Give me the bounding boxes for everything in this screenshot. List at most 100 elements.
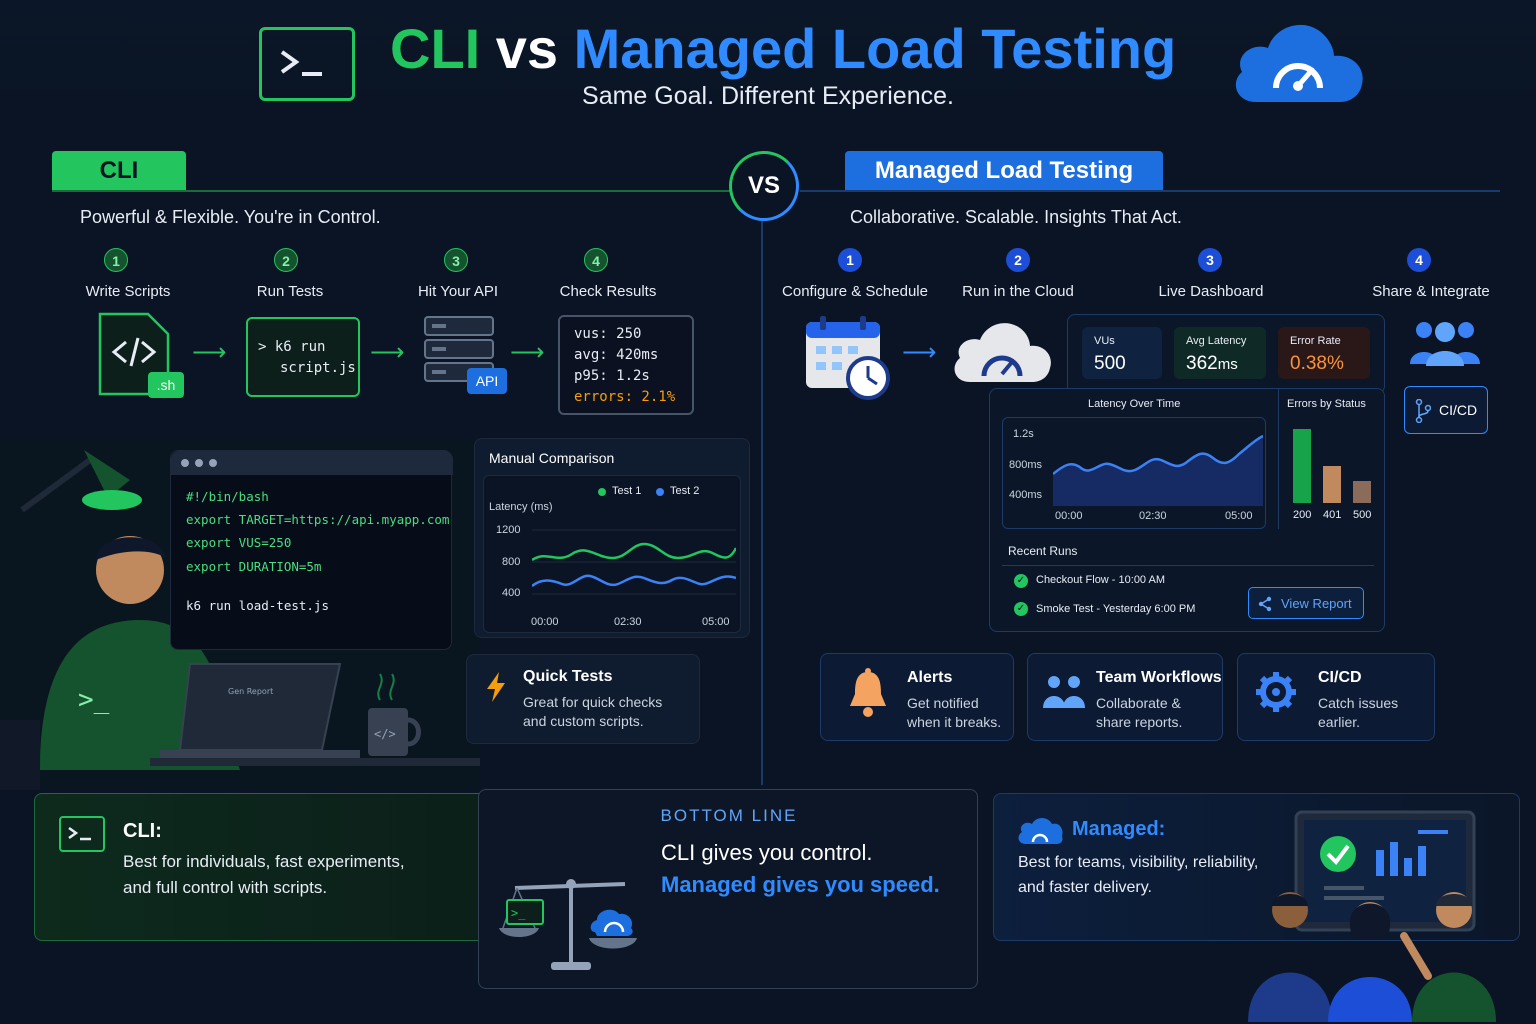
terminal-icon (59, 816, 105, 852)
recent-run-item[interactable]: Checkout Flow - 10:00 AM (1036, 574, 1166, 586)
feature-desc: earlier. (1318, 714, 1361, 730)
quick-tests-desc-2: and custom scripts. (523, 713, 644, 729)
error-bar (1323, 466, 1341, 503)
feature-desc: share reports. (1096, 714, 1183, 730)
managed-step-3-number: 3 (1198, 248, 1222, 272)
view-report-label: View Report (1281, 596, 1352, 611)
terminal-window: #!/bin/bash export TARGET=https://api.my… (170, 450, 453, 650)
managed-underline (800, 190, 1500, 192)
team-icon (1408, 318, 1482, 373)
tab-cli: CLI (52, 151, 186, 191)
x-tick: 02:30 (1139, 510, 1167, 522)
stat-error-label: Error Rate (1290, 335, 1341, 347)
error-bar (1293, 429, 1311, 503)
svg-text:>_: >_ (511, 906, 526, 920)
cli-summary-desc-1: Best for individuals, fast experiments, (123, 852, 405, 871)
latency-chart: 1.2s 800ms 400ms 00:00 02:30 05:00 (1002, 417, 1266, 529)
check-icon: ✓ (1014, 602, 1028, 616)
comparison-plot (532, 529, 736, 595)
series-line-test-2 (532, 574, 736, 588)
cli-tagline: Powerful & Flexible. You're in Control. (80, 207, 381, 227)
dashboard-panel: Latency Over Time 1.2s 800ms 400ms 00:00… (989, 388, 1385, 632)
quick-tests-title: Quick Tests (523, 668, 613, 685)
cloud-gauge-icon (1228, 16, 1368, 111)
errors-chart: Errors by Status 200 401 500 (1278, 389, 1374, 529)
terminal-line: export TARGET=https://api.myapp.com (186, 512, 450, 527)
laptop-text: Gen Report (228, 687, 273, 696)
feature-alerts: Alerts Get notified when it breaks. (820, 653, 1014, 741)
bottom-line-managed: Managed gives you speed. (661, 872, 940, 897)
gear-icon (1256, 672, 1296, 712)
cli-summary-title: CLI: (123, 820, 162, 842)
errors-chart-title: Errors by Status (1287, 398, 1366, 410)
y-tick: 1.2s (1013, 428, 1034, 440)
quick-tests-desc-1: Great for quick checks (523, 694, 663, 710)
page-title: CLI vs Managed Load Testing (390, 16, 1176, 81)
terminal-line: #!/bin/bash (186, 489, 269, 504)
error-bar-label: 200 (1293, 509, 1312, 521)
terminal-command: k6 run load-test.js (186, 598, 329, 613)
terminal-line: export VUS=250 (186, 535, 292, 550)
stat-vus-value: 500 (1094, 353, 1126, 374)
svg-text:>_: >_ (78, 685, 110, 715)
feature-team-workflows: Team Workflows Collaborate & share repor… (1027, 653, 1223, 741)
results-box: vus: 250 avg: 420ms p95: 1.2s errors: 2.… (558, 315, 694, 415)
cli-step-4-number: 4 (584, 248, 608, 272)
cli-step-3-label: Hit Your API (417, 283, 499, 300)
result-errors: errors: 2.1% (574, 389, 676, 405)
error-bar (1353, 481, 1371, 503)
terminal-line: export DURATION=5m (186, 559, 322, 574)
x-tick: 05:00 (702, 616, 730, 628)
errors-bars (1279, 389, 1375, 529)
latency-line (1053, 434, 1263, 475)
managed-step-1-label: Configure & Schedule (782, 283, 928, 300)
title-managed: Managed Load Testing (573, 17, 1177, 80)
feature-desc: Catch issues (1318, 695, 1399, 711)
cli-step-4-label: Check Results (559, 283, 657, 300)
stat-latency-label: Avg Latency (1186, 335, 1247, 347)
cloud-gauge-icon (1018, 818, 1063, 844)
calendar-clock-icon (804, 314, 892, 405)
cli-summary-card: CLI: Best for individuals, fast experime… (34, 793, 494, 941)
stat-latency-value: 362 (1186, 353, 1218, 374)
title-cli: CLI (390, 17, 481, 80)
cicd-badge: CI/CD (1404, 386, 1488, 434)
feature-title: Team Workflows (1096, 669, 1222, 686)
api-badge: API (467, 368, 507, 394)
managed-step-2-label: Run in the Cloud (962, 283, 1074, 300)
run-cmd-line-2: script.js (280, 360, 356, 376)
result-p95: p95: 1.2s (574, 368, 650, 384)
feature-desc: when it breaks. (907, 714, 1002, 730)
cli-step-2-number: 2 (274, 248, 298, 272)
team-icon (1043, 676, 1085, 708)
cli-step-1-label: Write Scripts (85, 283, 171, 300)
page-subtitle: Same Goal. Different Experience. (582, 82, 954, 110)
vs-badge: VS (729, 151, 799, 221)
stat-vus-label: VUs (1094, 335, 1115, 347)
managed-summary-title: Managed: (1072, 818, 1166, 840)
bottom-line-card: BOTTOM LINE >_ CLI gives you control. Ma… (478, 789, 978, 989)
y-tick: 400 (502, 587, 521, 599)
stat-latency-unit: ms (1217, 356, 1238, 373)
window-dot-icon (209, 459, 217, 467)
quick-tests-card: Quick Tests Great for quick checks and c… (466, 654, 700, 744)
check-icon: ✓ (1014, 574, 1028, 588)
view-report-button[interactable]: View Report (1248, 587, 1364, 619)
title-vs: vs (495, 17, 559, 80)
feature-title: Alerts (907, 669, 953, 686)
feature-title: CI/CD (1318, 669, 1362, 686)
latency-chart-title: Latency Over Time (1088, 398, 1181, 410)
legend-test-2: Test 2 (670, 485, 700, 497)
y-tick: 400ms (1009, 489, 1043, 501)
bottom-line-title: BOTTOM LINE (660, 806, 798, 825)
column-divider (761, 195, 763, 785)
cli-summary-desc-2: and full control with scripts. (123, 878, 328, 897)
managed-step-3-label: Live Dashboard (1158, 283, 1264, 300)
result-avg: avg: 420ms (574, 347, 659, 363)
bell-icon (850, 668, 886, 717)
arrow-right-icon: ⟶ (370, 339, 405, 366)
recent-run-item[interactable]: Smoke Test - Yesterday 6:00 PM (1036, 603, 1196, 615)
error-bar-label: 401 (1323, 509, 1342, 521)
dashboard-stats: VUs 500 Avg Latency 362ms Error Rate 0.3… (1067, 314, 1385, 394)
arrow-right-icon: ⟶ (902, 339, 937, 366)
